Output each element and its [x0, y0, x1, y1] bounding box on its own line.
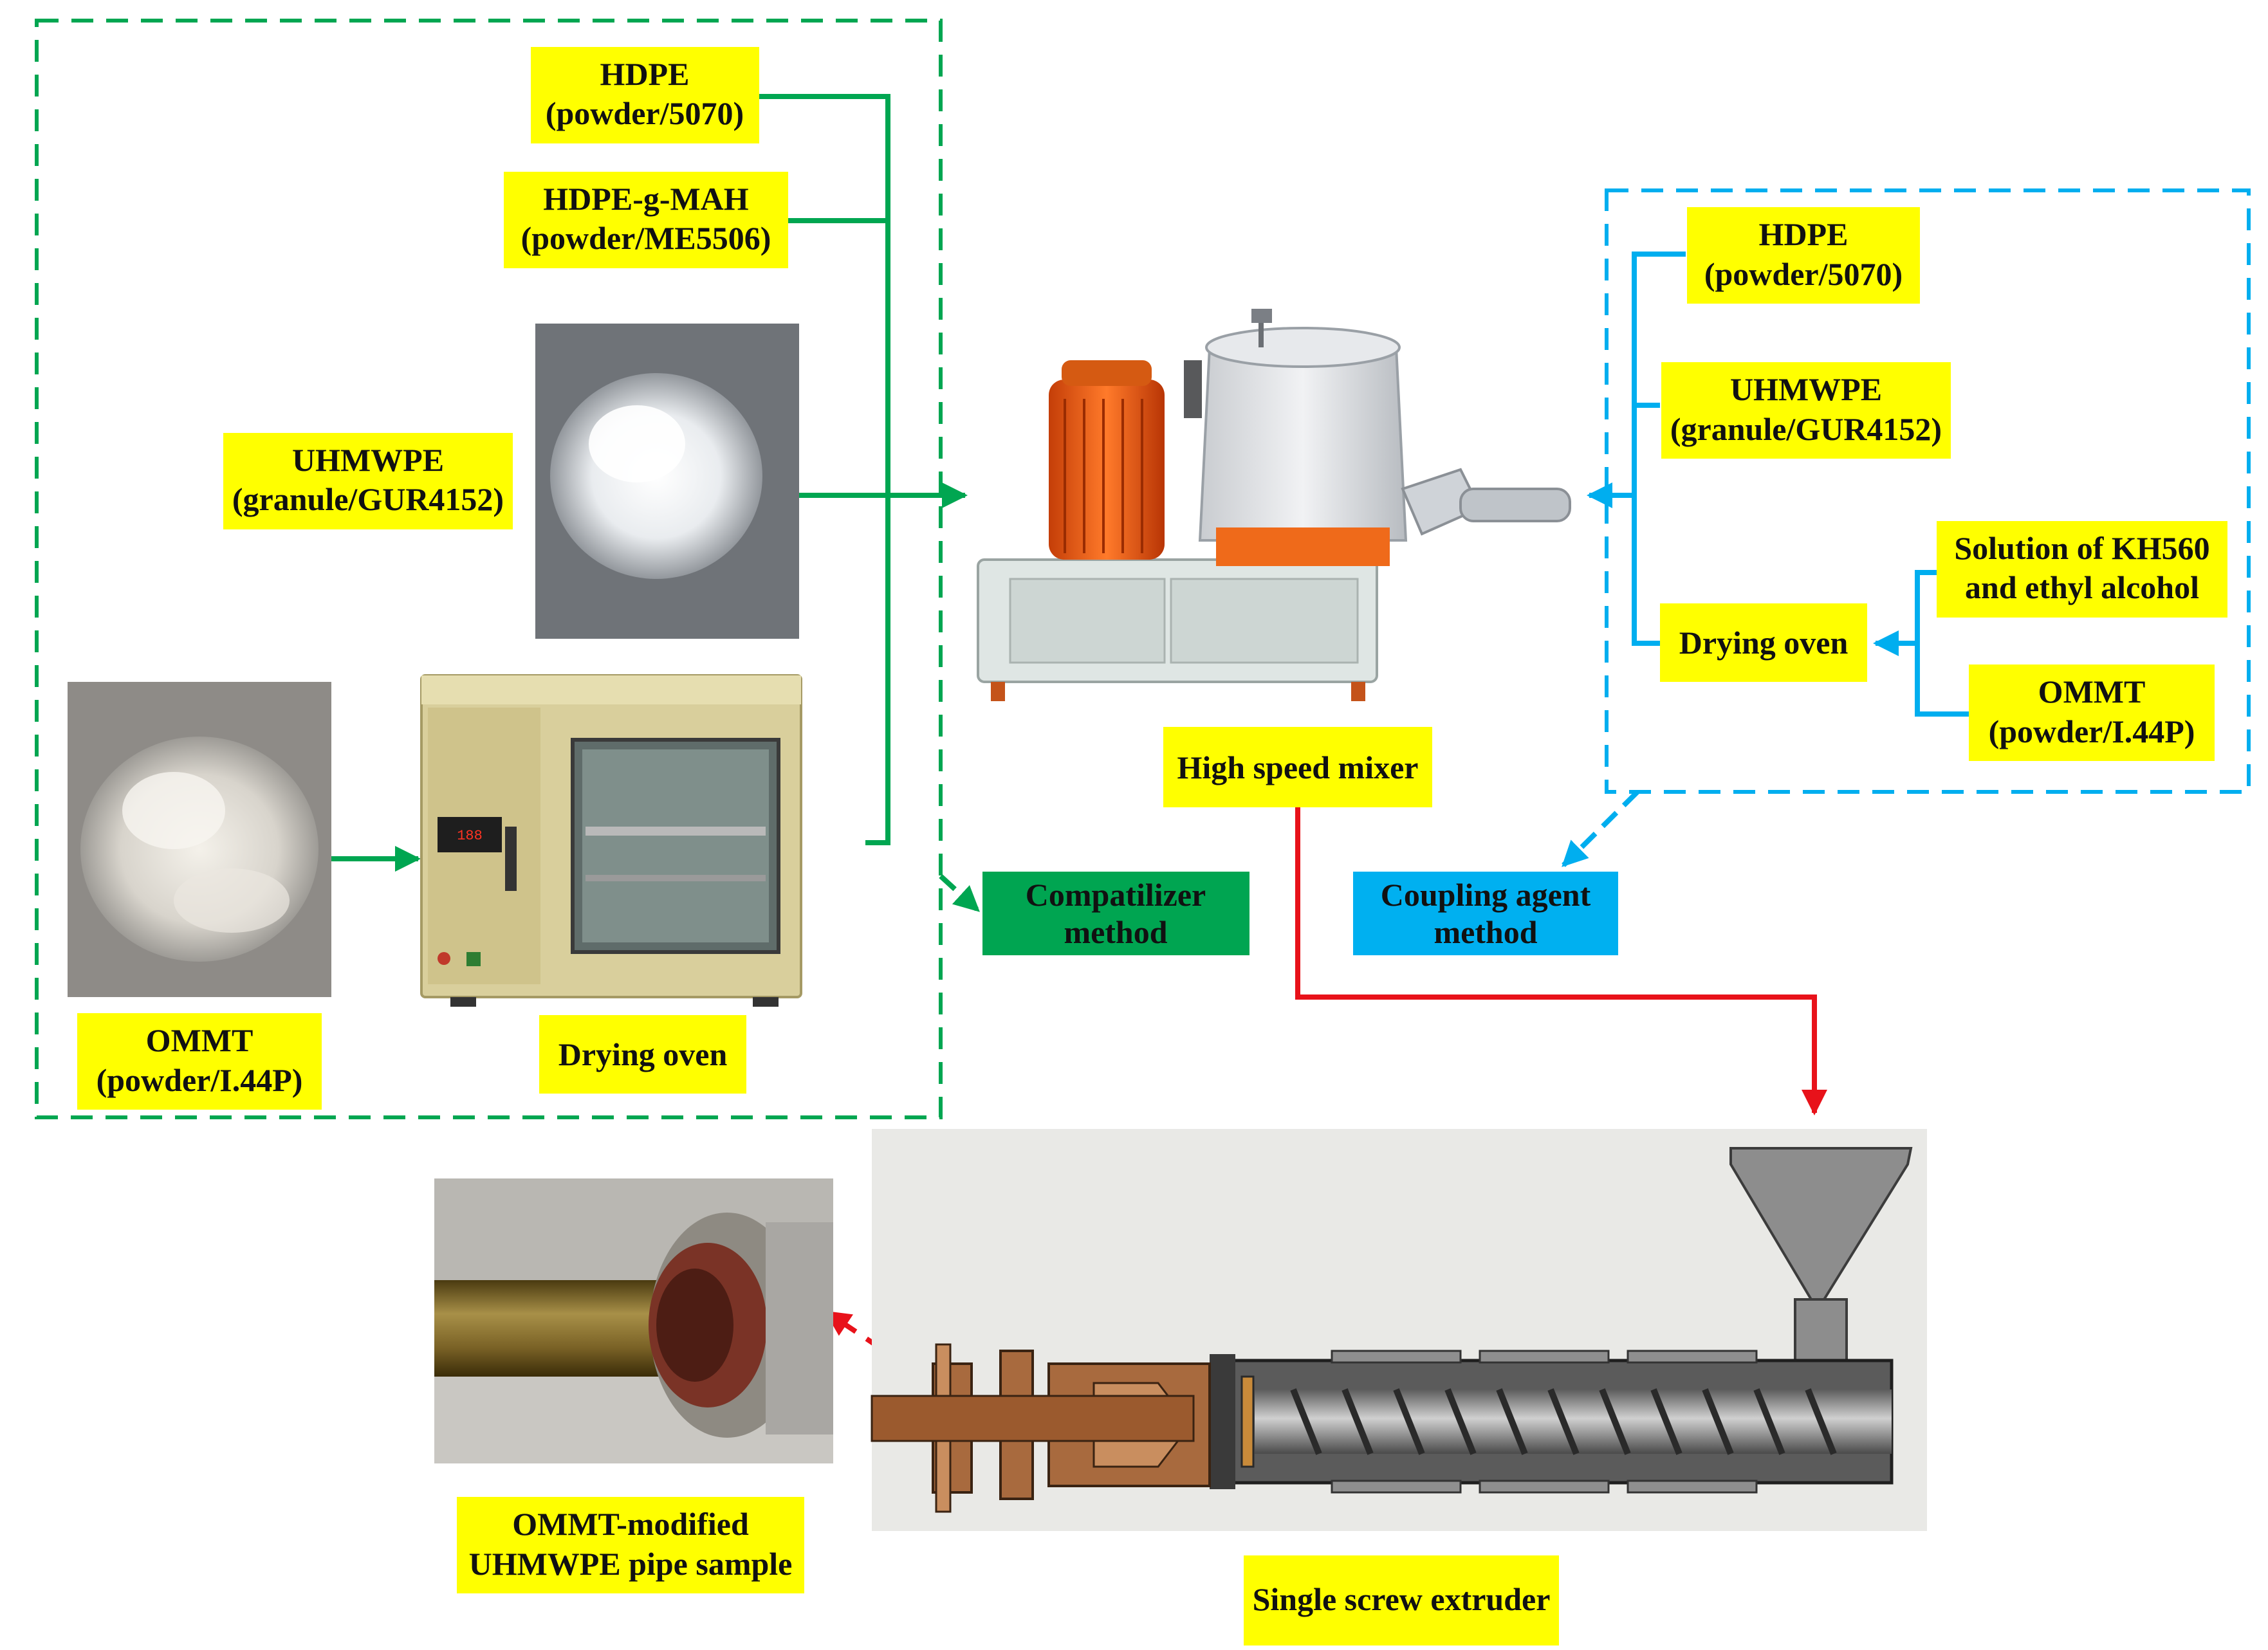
svg-text:method: method	[1064, 914, 1167, 950]
svg-text:Single screw extruder: Single screw extruder	[1253, 1581, 1551, 1617]
label-uhmwpe-compat: UHMWPE (granule/GUR4152)	[223, 433, 513, 529]
high-speed-mixer-icon	[977, 309, 1571, 701]
compatibilizer-group-box	[35, 19, 943, 1119]
label-ommt-coupling: OMMT (powder/I.44P)	[1969, 665, 2215, 761]
coupling-connectors	[1562, 252, 1969, 867]
svg-text:Solution of KH560: Solution of KH560	[1954, 530, 2209, 566]
label-pipe-sample: OMMT-modified UHMWPE pipe sample	[457, 1497, 804, 1593]
svg-text:UHMWPE: UHMWPE	[1730, 371, 1882, 407]
drying-oven-icon: 188	[420, 674, 802, 1007]
label-drying-oven-compat: Drying oven	[539, 1015, 746, 1094]
label-compatibilizer-method: Compatilizer method	[982, 872, 1249, 955]
svg-text:OMMT-modified: OMMT-modified	[512, 1506, 749, 1542]
svg-text:HDPE-g-MAH: HDPE-g-MAH	[543, 181, 748, 217]
svg-text:HDPE: HDPE	[1759, 216, 1849, 252]
svg-text:Compatilizer: Compatilizer	[1026, 877, 1206, 913]
svg-text:UHMWPE: UHMWPE	[292, 442, 444, 478]
single-screw-extruder-icon	[871, 1129, 1927, 1531]
coupling-group-box	[1605, 188, 2251, 794]
svg-text:UHMWPE pipe sample: UHMWPE pipe sample	[469, 1546, 793, 1582]
label-drying-oven-coupling: Drying oven	[1660, 603, 1867, 682]
svg-text:188: 188	[457, 828, 483, 844]
uhmwpe-powder-photo	[535, 324, 799, 639]
svg-text:Drying oven: Drying oven	[1679, 625, 1849, 661]
svg-text:OMMT: OMMT	[2038, 674, 2146, 710]
svg-text:OMMT: OMMT	[146, 1022, 254, 1058]
svg-text:and ethyl alcohol: and ethyl alcohol	[1965, 569, 2199, 605]
powder-pile-icon	[68, 682, 331, 997]
svg-text:Drying oven: Drying oven	[558, 1036, 728, 1072]
label-hdpe-coupling: HDPE (powder/5070)	[1687, 207, 1920, 304]
label-high-speed-mixer: High speed mixer	[1163, 727, 1432, 807]
compatibilizer-connectors	[331, 94, 980, 912]
svg-text:(granule/GUR4152): (granule/GUR4152)	[1670, 411, 1942, 447]
svg-text:(powder/5070): (powder/5070)	[546, 95, 744, 131]
svg-text:Coupling agent: Coupling agent	[1381, 877, 1591, 913]
label-uhmwpe-coupling: UHMWPE (granule/GUR4152)	[1661, 362, 1951, 459]
label-solution-kh560: Solution of KH560 and ethyl alcohol	[1937, 521, 2227, 618]
svg-text:(granule/GUR4152): (granule/GUR4152)	[232, 481, 504, 517]
label-ommt-compat: OMMT (powder/I.44P)	[77, 1013, 322, 1110]
svg-text:HDPE: HDPE	[600, 56, 690, 92]
svg-text:(powder/I.44P): (powder/I.44P)	[97, 1062, 303, 1098]
svg-text:High speed mixer: High speed mixer	[1177, 749, 1419, 785]
svg-text:(powder/ME5506): (powder/ME5506)	[521, 220, 771, 256]
svg-text:(powder/I.44P): (powder/I.44P)	[1989, 713, 2195, 749]
label-coupling-method: Coupling agent method	[1353, 872, 1618, 955]
svg-text:(powder/5070): (powder/5070)	[1704, 256, 1903, 292]
pipe-sample-photo-icon	[434, 1178, 833, 1463]
label-hdpe-compat: HDPE (powder/5070)	[531, 47, 759, 143]
svg-text:method: method	[1434, 914, 1537, 950]
label-single-screw-extruder: Single screw extruder	[1244, 1555, 1559, 1645]
label-hdpe-g-mah-compat: HDPE-g-MAH (powder/ME5506)	[504, 172, 788, 268]
